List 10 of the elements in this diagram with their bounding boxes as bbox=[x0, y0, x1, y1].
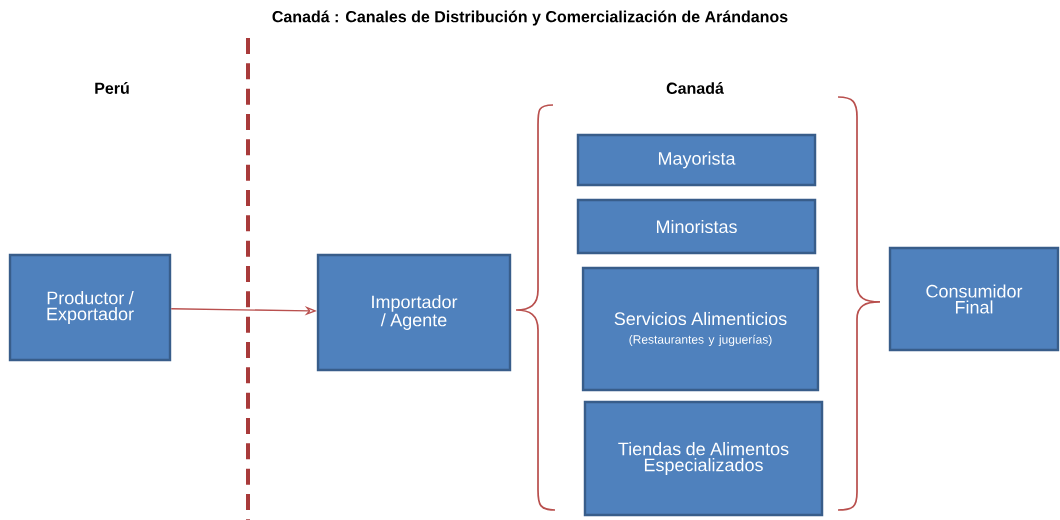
process-box: Servicios Alimenticios (Restaurantes y juguerías) bbox=[581, 266, 820, 392]
process-box: Importador / Agente bbox=[316, 253, 512, 372]
title: Canadá : Canales de Distribución y Comercialización de Arándanos bbox=[272, 10, 788, 26]
process-box: Tiendas de Alimentos Especializados bbox=[583, 400, 824, 517]
region-label: Perú bbox=[95, 82, 129, 94]
process-box: Productor / Exportador bbox=[8, 253, 172, 362]
process-box: Consumidor Final bbox=[888, 246, 1060, 352]
process-box: Minoristas bbox=[576, 198, 817, 255]
region-label: Canadá bbox=[666, 82, 724, 94]
process-box: Mayorista bbox=[576, 133, 817, 187]
